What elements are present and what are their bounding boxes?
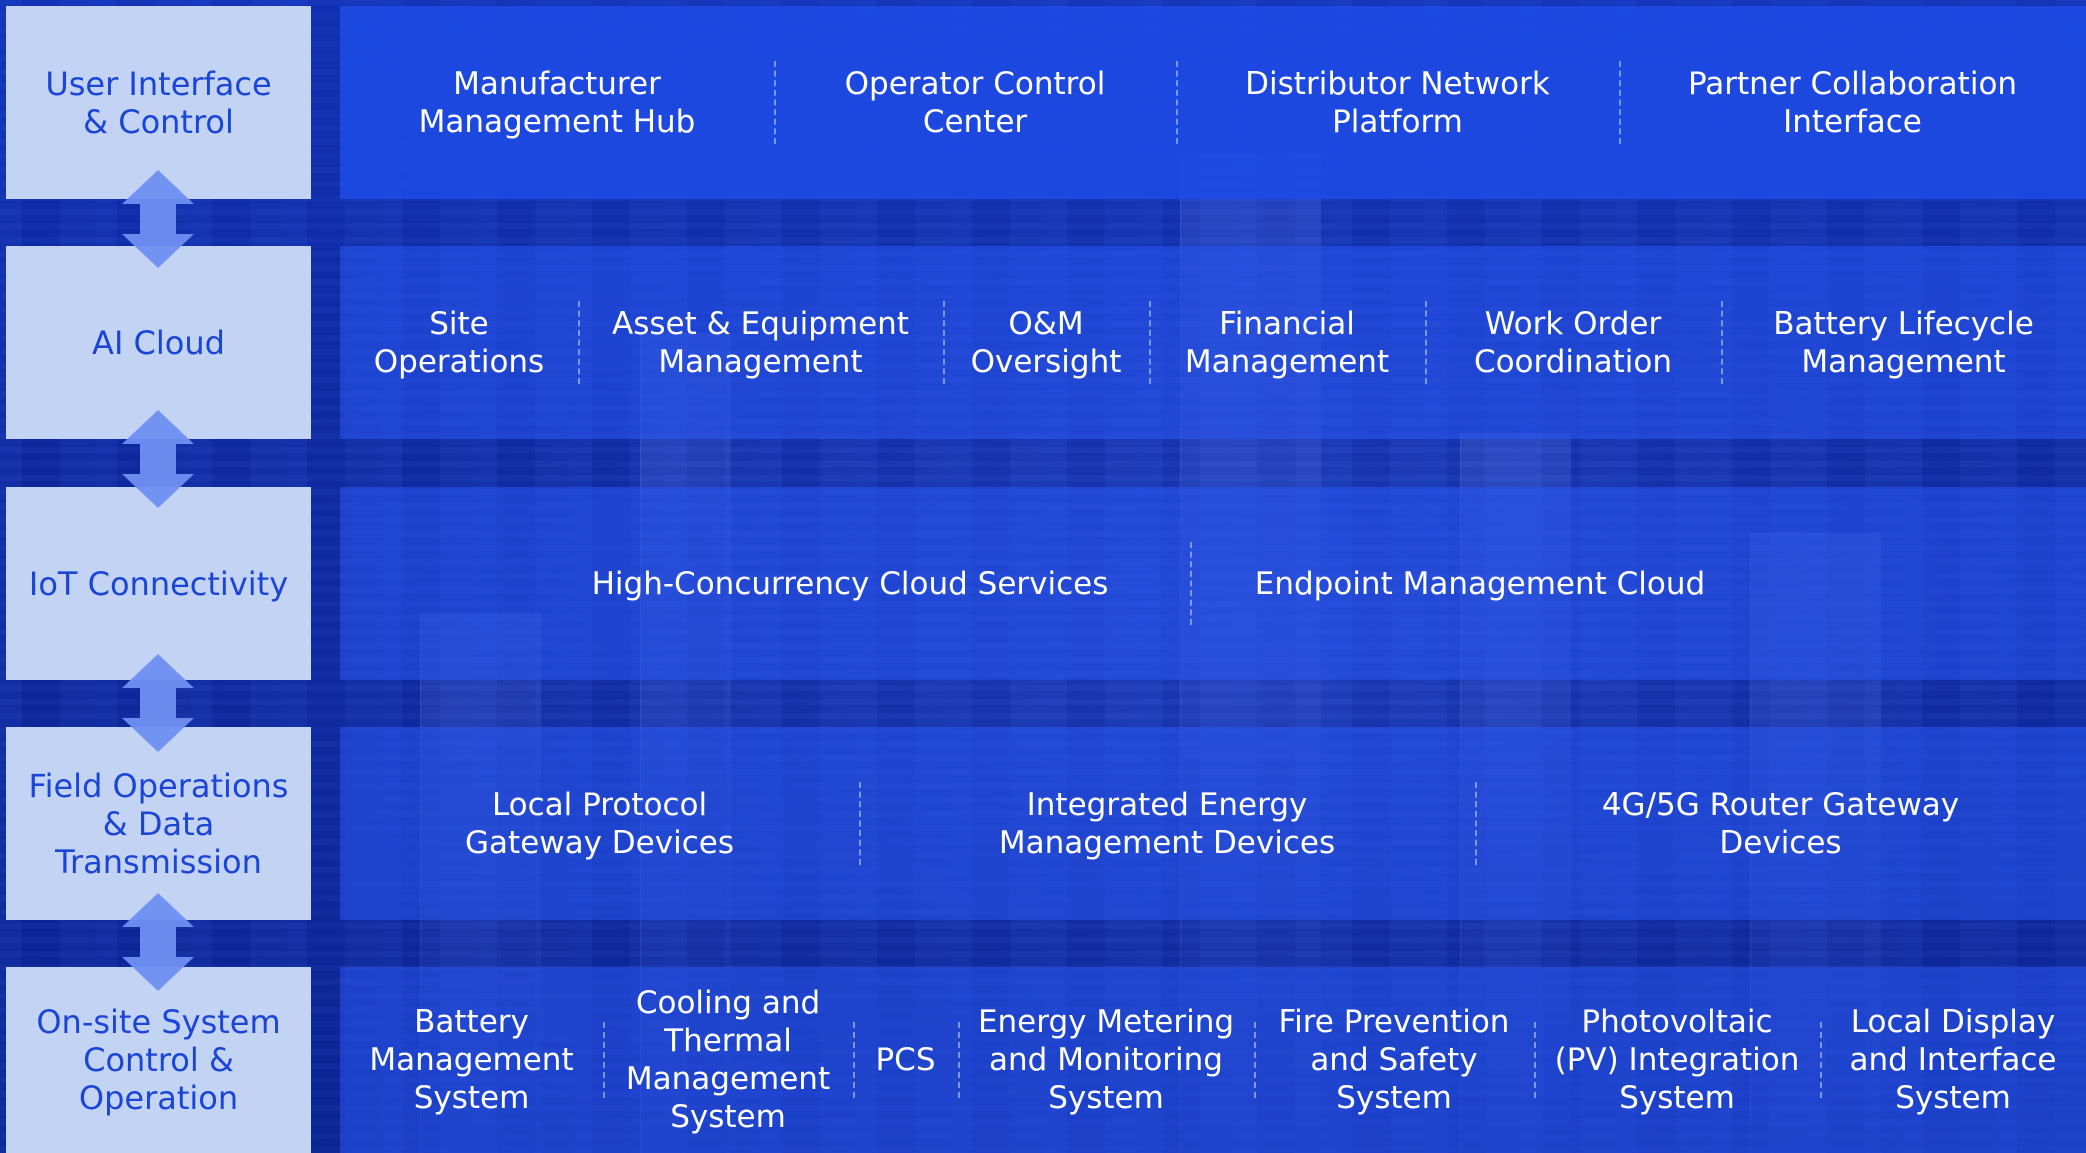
layer-item: Local Protocol Gateway Devices [465,786,734,861]
layer-field-operations: Field Operations & Data Transmission Loc… [0,727,2086,920]
layer-label: User Interface & Control [6,6,311,199]
layer-item: Endpoint Management Cloud [1190,487,1770,680]
layer-items: Site Operations Asset & Equipment Manage… [340,246,2086,439]
layer-item: Asset & Equipment Management [578,246,943,439]
layer-item: Cooling and Thermal Management System [603,967,853,1153]
layer-items: High-Concurrency Cloud Services Endpoint… [340,487,2086,680]
layer-item: Local Display and Interface System [1820,967,2086,1153]
layer-item: Operator Control Center [774,6,1176,199]
layer-item: High-Concurrency Cloud Services [591,565,1109,602]
double-arrow-icon [122,410,194,508]
layer-label: AI Cloud [6,246,311,439]
layer-onsite-system: On-site System Control & Operation Batte… [0,967,2086,1153]
double-arrow-icon [122,893,194,991]
layer-item: Site Operations [373,305,545,380]
layer-item: Fire Prevention and Safety System [1254,967,1534,1153]
layer-item: PCS [853,967,958,1153]
layer-ai-cloud: AI Cloud Site Operations Asset & Equipme… [0,246,2086,439]
layer-item: Distributor Network Platform [1176,6,1619,199]
layer-items: Battery Management System Cooling and Th… [340,967,2086,1153]
layer-items: Local Protocol Gateway Devices Integrate… [340,727,2086,920]
layer-item: Photovoltaic (PV) Integration System [1534,967,1820,1153]
layer-items: Manufacturer Management Hub Operator Con… [340,6,2086,199]
layer-item: Manufacturer Management Hub [418,65,696,140]
layer-item: Integrated Energy Management Devices [859,727,1475,920]
double-arrow-icon [122,654,194,752]
layer-item: Partner Collaboration Interface [1619,6,2086,199]
layer-item: O&M Oversight [943,246,1149,439]
layer-label: IoT Connectivity [6,487,311,680]
layer-label: Field Operations & Data Transmission [6,727,311,920]
layer-item: Work Order Coordination [1425,246,1721,439]
layer-item: Energy Metering and Monitoring System [958,967,1254,1153]
layer-user-interface: User Interface & Control Manufacturer Ma… [0,6,2086,199]
layer-iot-connectivity: IoT Connectivity High-Concurrency Cloud … [0,487,2086,680]
layer-item: Battery Lifecycle Management [1721,246,2086,439]
layer-item: Battery Management System [369,1004,574,1116]
layer-item: 4G/5G Router Gateway Devices [1475,727,2086,920]
layer-item: Financial Management [1149,246,1425,439]
layer-label: On-site System Control & Operation [6,967,311,1153]
double-arrow-icon [122,170,194,268]
